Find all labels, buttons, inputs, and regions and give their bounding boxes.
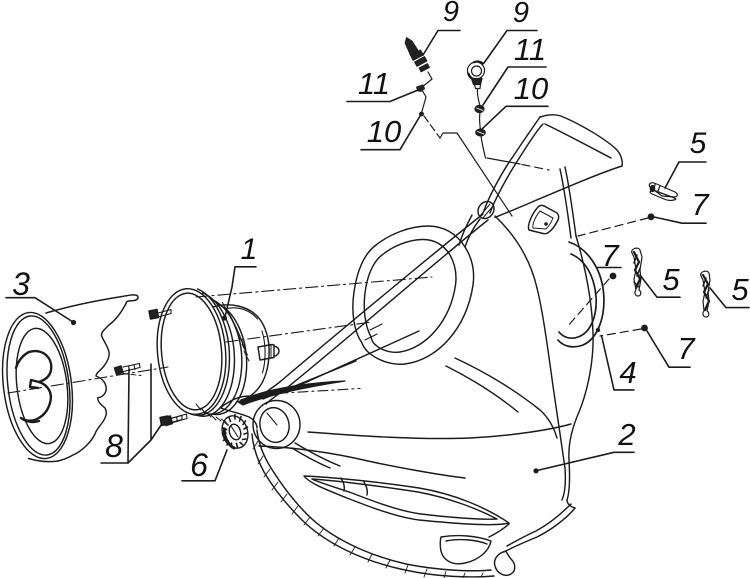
svg-text:4: 4 — [619, 355, 636, 390]
svg-text:7: 7 — [691, 187, 710, 222]
svg-text:7: 7 — [601, 238, 620, 273]
svg-text:3: 3 — [12, 266, 30, 302]
svg-text:11: 11 — [358, 66, 390, 101]
svg-text:10: 10 — [514, 71, 548, 106]
svg-text:6: 6 — [190, 447, 208, 483]
svg-text:8: 8 — [105, 428, 123, 464]
svg-text:9: 9 — [443, 0, 459, 28]
svg-text:5: 5 — [731, 272, 749, 307]
svg-text:5: 5 — [662, 262, 680, 297]
svg-text:10: 10 — [367, 114, 401, 149]
svg-text:2: 2 — [617, 417, 635, 452]
svg-text:5: 5 — [690, 127, 707, 160]
svg-text:9: 9 — [513, 0, 529, 29]
svg-text:7: 7 — [677, 331, 696, 366]
svg-text:1: 1 — [241, 233, 258, 266]
svg-text:11: 11 — [514, 32, 546, 67]
